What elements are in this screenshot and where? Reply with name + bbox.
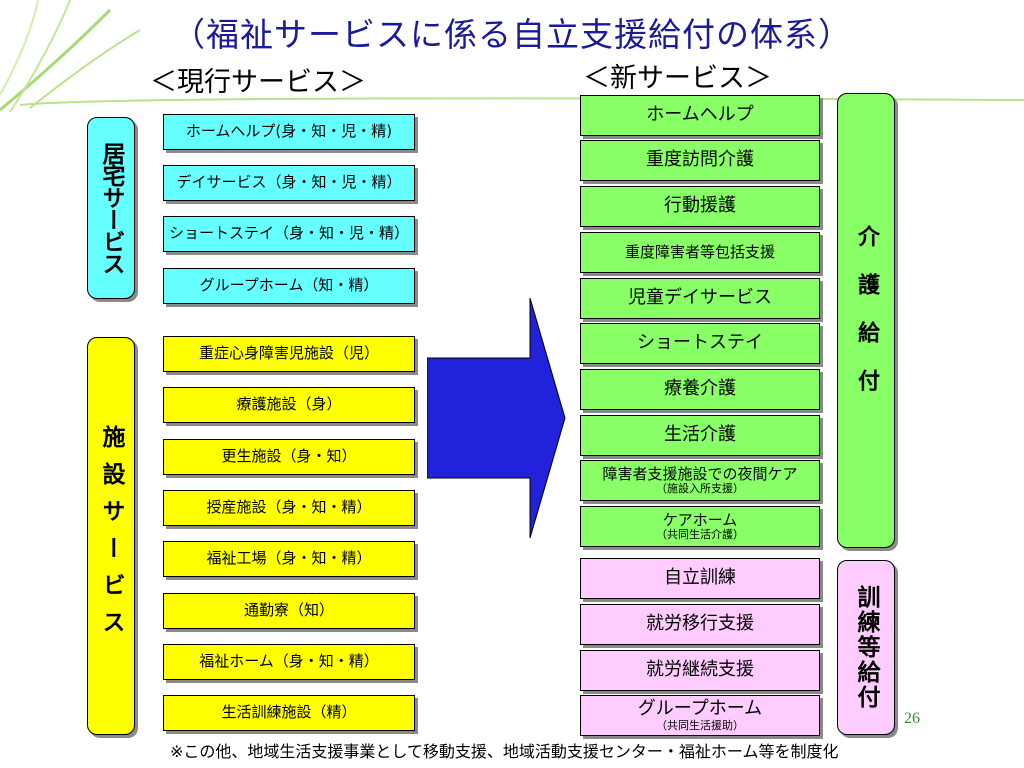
new-training-service-item: グループホーム（共同生活援助） <box>580 695 820 736</box>
current-home-service-item: ホームヘルプ(身・知・児・精) <box>163 114 415 150</box>
footnote: ※この他、地域生活支援事業として移動支援、地域活動支援センター・福祉ホーム等を制… <box>170 742 839 761</box>
current-facility-service-item: 療護施設（身） <box>163 387 415 423</box>
new-care-service-item: 重度訪問介護 <box>580 140 820 181</box>
current-facility-service-item: 更生施設（身・知） <box>163 439 415 475</box>
facility-services-label: 施設サービス <box>87 337 135 735</box>
care-benefit-label: 介護給付 <box>837 93 895 548</box>
new-care-service-item: 療養介護 <box>580 369 820 410</box>
new-care-service-item: ホームヘルプ <box>580 95 820 136</box>
current-facility-service-item: 重症心身障害児施設（児） <box>163 336 415 372</box>
new-care-service-item: 行動援護 <box>580 186 820 227</box>
current-facility-service-item: 通勤寮（知） <box>163 593 415 629</box>
page-title: （福祉サービスに係る自立支援給付の体系） <box>172 15 852 54</box>
new-services-heading: ＜新サービス＞ <box>583 63 772 94</box>
new-training-service-item: 就労移行支援 <box>580 604 820 645</box>
home-services-label: 居宅サービス <box>87 117 135 299</box>
new-care-service-item: 障害者支援施設での夜間ケア（施設入所支援） <box>580 460 820 501</box>
new-training-service-item: 自立訓練 <box>580 558 820 599</box>
new-care-service-item: 生活介護 <box>580 415 820 456</box>
current-facility-service-item: 授産施設（身・知・精） <box>163 490 415 526</box>
current-home-service-item: グループホーム（知・精） <box>163 268 415 304</box>
page-number: 26 <box>904 710 920 727</box>
current-services-heading: ＜現行サービス＞ <box>150 67 366 98</box>
new-care-service-item: 児童デイサービス <box>580 278 820 319</box>
new-care-service-item: 重度障害者等包括支援 <box>580 232 820 273</box>
new-care-service-item: ケアホーム（共同生活介護） <box>580 506 820 547</box>
current-home-service-item: デイサービス（身・知・児・精） <box>163 165 415 201</box>
current-facility-service-item: 福祉工場（身・知・精） <box>163 541 415 577</box>
training-benefit-label: 訓練等給付 <box>837 560 895 735</box>
current-home-service-item: ショートステイ（身・知・児・精） <box>163 216 415 252</box>
current-facility-service-item: 福祉ホーム（身・知・精） <box>163 644 415 680</box>
new-care-service-item: ショートステイ <box>580 323 820 364</box>
new-training-service-item: 就労継続支援 <box>580 650 820 691</box>
current-facility-service-item: 生活訓練施設（精） <box>163 695 415 731</box>
transition-arrow-icon <box>427 298 566 538</box>
